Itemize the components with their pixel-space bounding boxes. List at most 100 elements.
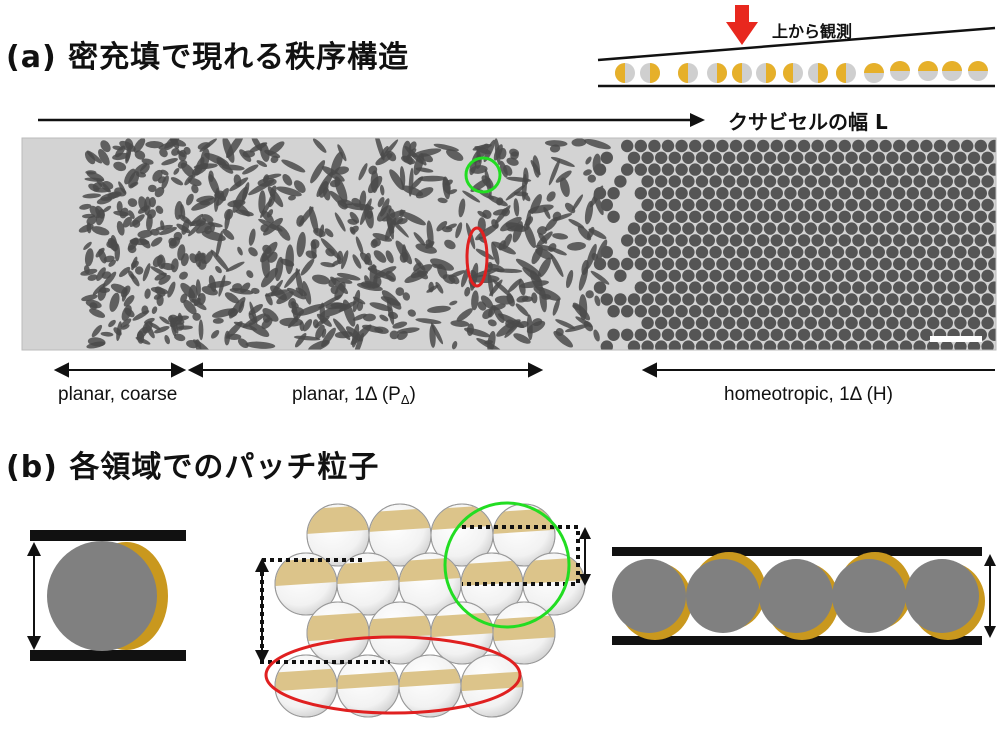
texture-dot: [682, 151, 695, 164]
texture-dot: [777, 340, 790, 350]
texture-dot: [668, 246, 681, 259]
texture-blob: [180, 203, 186, 220]
texture-blob: [170, 258, 179, 273]
texture-blob: [160, 169, 169, 176]
texture-blob: [288, 313, 302, 328]
texture-dot: [743, 163, 756, 176]
texture-dot: [702, 281, 715, 294]
texture-blob: [98, 149, 110, 166]
texture-blob: [246, 270, 254, 278]
texture-dot: [695, 246, 709, 259]
texture-dot: [899, 246, 913, 259]
texture-blob: [290, 301, 299, 309]
texture-dot: [600, 340, 613, 350]
texture-dot: [689, 328, 702, 341]
texture-dot: [770, 305, 783, 318]
texture-blob: [203, 250, 214, 265]
texture-dot: [831, 198, 845, 212]
texture-blob: [204, 225, 212, 235]
texture-dot: [831, 269, 845, 282]
texture-dot: [791, 316, 804, 330]
texture-blob: [154, 272, 167, 281]
texture-dot: [899, 293, 913, 306]
texture-blob: [225, 321, 243, 339]
texture-dot: [940, 198, 953, 212]
texture-dot: [947, 163, 960, 176]
texture-blob: [567, 242, 586, 251]
texture-dot: [981, 316, 994, 330]
texture-dot: [695, 175, 709, 188]
texture-dot: [865, 139, 879, 153]
wedge-ball: [942, 61, 962, 81]
texture-blob: [116, 201, 123, 213]
texture-dot: [661, 328, 675, 341]
texture-blob: [215, 191, 226, 202]
texture-dot: [736, 316, 749, 330]
texture-dot: [974, 257, 987, 271]
texture-dot: [804, 198, 817, 212]
texture-blob: [183, 299, 197, 315]
texture-dot: [872, 151, 885, 164]
texture-dot: [852, 328, 865, 341]
texture-dot: [825, 163, 838, 176]
texture-blob: [248, 179, 275, 196]
texture-blob: [373, 250, 387, 263]
texture-blob: [127, 198, 138, 207]
texture-dot: [668, 340, 681, 350]
texture-blob: [585, 156, 592, 165]
texture-dot: [893, 305, 906, 318]
texture-blob: [555, 319, 576, 330]
texture-blob: [130, 238, 139, 246]
texture-dot: [825, 139, 838, 153]
texture-dot: [961, 281, 974, 294]
texture-blob: [91, 324, 103, 338]
texture-blob: [491, 219, 499, 229]
texture-dot: [682, 269, 695, 282]
texture-blob: [535, 248, 554, 260]
texture-blob: [418, 175, 446, 182]
texture-dot: [933, 281, 947, 294]
texture-dot: [661, 187, 675, 200]
texture-blob: [251, 287, 260, 294]
texture-dot: [927, 151, 940, 164]
texture-dot: [974, 234, 987, 247]
texture-dot: [777, 269, 790, 282]
texture-dot: [709, 151, 722, 164]
texture-blob: [583, 138, 611, 150]
texture-dot: [940, 293, 953, 306]
texture-dot: [641, 293, 654, 306]
texture-dot: [961, 305, 974, 318]
texture-dot: [716, 257, 729, 271]
texture-dot: [675, 257, 688, 271]
texture-dot: [641, 222, 654, 235]
texture-blob: [512, 221, 523, 243]
texture-blob: [191, 298, 207, 311]
texture-dot: [709, 293, 722, 306]
texture-blob: [296, 231, 306, 258]
texture-dot: [621, 139, 634, 153]
texture-blob: [518, 279, 526, 296]
texture-dot: [757, 257, 770, 271]
texture-blob: [218, 274, 226, 297]
texture-dot: [716, 234, 729, 247]
texture-dot: [872, 269, 885, 282]
texture-blob: [349, 211, 360, 224]
texture-dot: [886, 198, 899, 212]
texture-blob: [487, 319, 497, 327]
texture-dot: [967, 175, 981, 188]
texture-dot: [743, 305, 756, 318]
texture-blob: [389, 330, 399, 340]
texture-dot: [743, 210, 756, 223]
texture-blob: [555, 170, 572, 183]
texture-blob: [550, 253, 564, 278]
texture-blob: [297, 303, 325, 316]
texture-blob: [86, 215, 97, 226]
texture-dot: [736, 293, 749, 306]
texture-dot: [859, 340, 872, 350]
texture-blob: [256, 160, 268, 168]
texture-blob: [414, 257, 426, 271]
packed-sphere: [492, 503, 556, 567]
texture-dot: [879, 328, 892, 341]
wedge-ball: [808, 63, 828, 83]
texture-blob: [466, 323, 474, 336]
